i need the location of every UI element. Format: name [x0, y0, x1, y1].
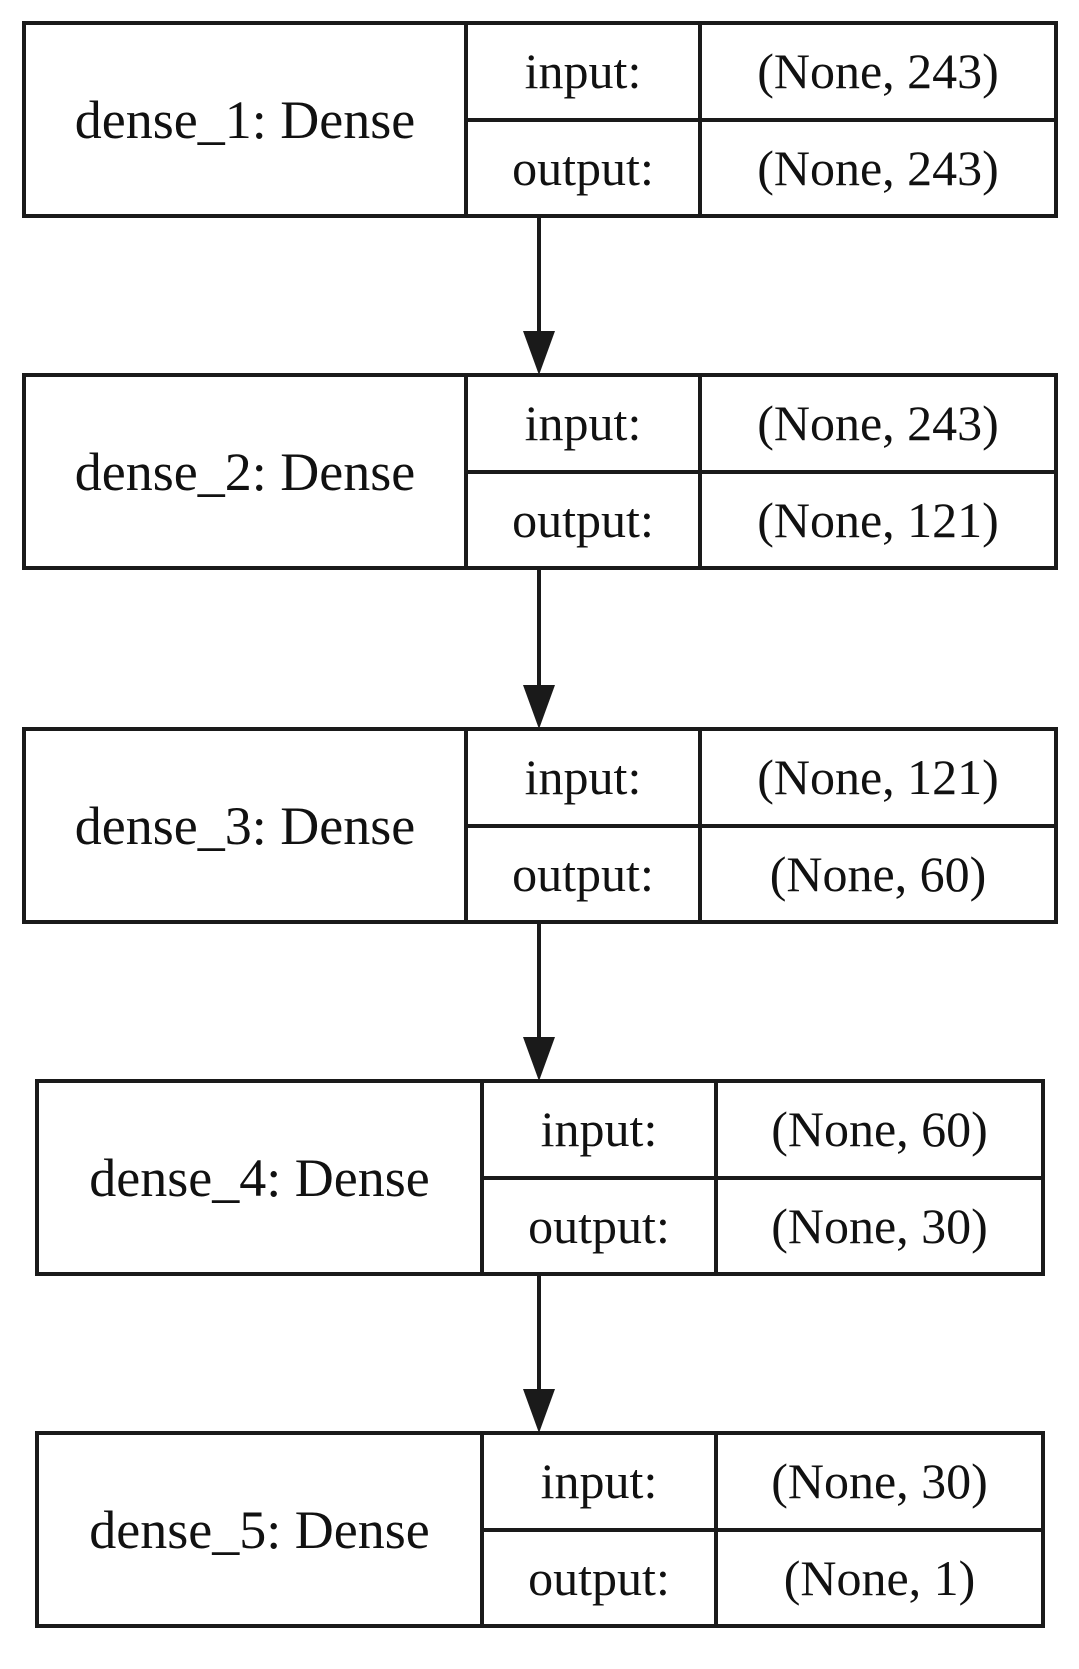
layer-name: dense_1: Dense	[22, 21, 468, 218]
edge-dense-4-to-dense-5	[523, 1276, 555, 1433]
arrowhead-icon	[523, 1389, 555, 1433]
layer-node-dense-1: dense_1: Dense input: (None, 243) output…	[22, 21, 1058, 218]
input-shape: (None, 243)	[698, 21, 1058, 122]
input-label: input:	[464, 21, 702, 122]
input-label: input:	[464, 373, 702, 474]
layer-node-dense-2: dense_2: Dense input: (None, 243) output…	[22, 373, 1058, 570]
output-label: output:	[480, 1175, 718, 1276]
output-shape: (None, 121)	[698, 469, 1058, 570]
layer-name: dense_5: Dense	[35, 1431, 484, 1628]
arrowhead-icon	[523, 1037, 555, 1081]
output-label: output:	[480, 1527, 718, 1628]
output-shape: (None, 30)	[714, 1175, 1045, 1276]
input-shape: (None, 243)	[698, 373, 1058, 474]
arrowhead-icon	[523, 685, 555, 729]
output-shape: (None, 243)	[698, 117, 1058, 218]
input-label: input:	[464, 727, 702, 828]
output-shape: (None, 60)	[698, 823, 1058, 924]
input-label: input:	[480, 1079, 718, 1180]
layer-name: dense_2: Dense	[22, 373, 468, 570]
output-shape: (None, 1)	[714, 1527, 1045, 1628]
output-label: output:	[464, 823, 702, 924]
layer-node-dense-5: dense_5: Dense input: (None, 30) output:…	[35, 1431, 1045, 1628]
layer-node-dense-4: dense_4: Dense input: (None, 60) output:…	[35, 1079, 1045, 1276]
edge-dense-2-to-dense-3	[523, 570, 555, 729]
input-shape: (None, 60)	[714, 1079, 1045, 1180]
input-shape: (None, 30)	[714, 1431, 1045, 1532]
input-label: input:	[480, 1431, 718, 1532]
layer-node-dense-3: dense_3: Dense input: (None, 121) output…	[22, 727, 1058, 924]
output-label: output:	[464, 117, 702, 218]
edge-dense-3-to-dense-4	[523, 924, 555, 1081]
input-shape: (None, 121)	[698, 727, 1058, 828]
layer-name: dense_3: Dense	[22, 727, 468, 924]
arrowhead-icon	[523, 331, 555, 375]
edge-dense-1-to-dense-2	[523, 218, 555, 375]
layer-name: dense_4: Dense	[35, 1079, 484, 1276]
output-label: output:	[464, 469, 702, 570]
